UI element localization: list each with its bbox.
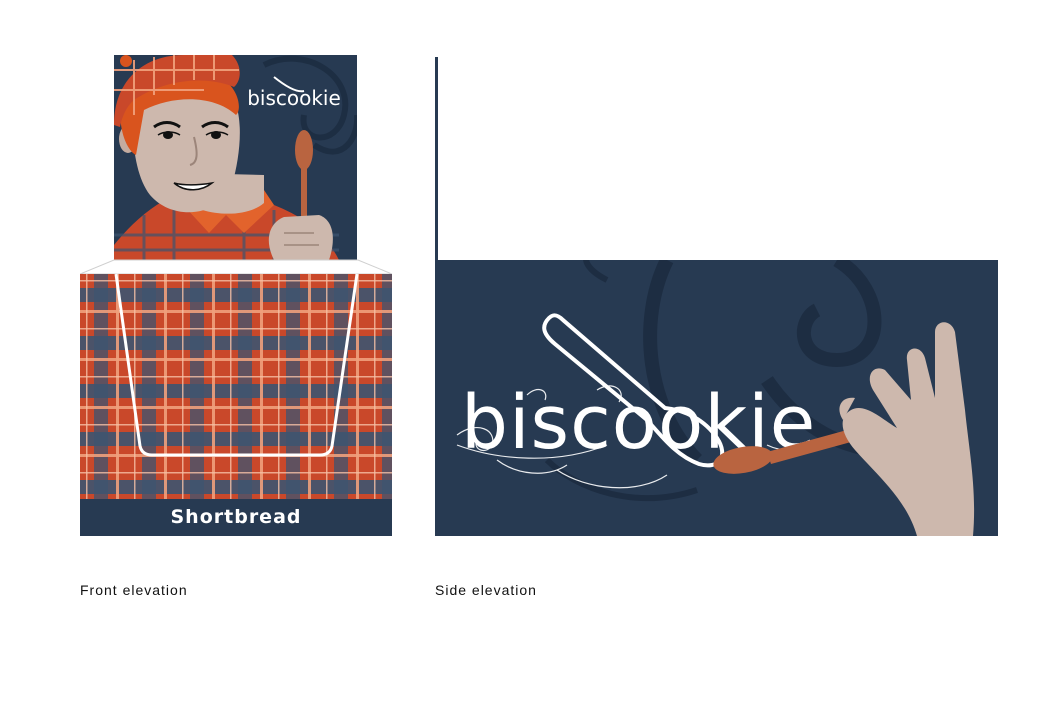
side-elevation-caption: Side elevation [435, 582, 537, 598]
front-elevation-caption: Front elevation [80, 582, 188, 598]
side-vertical-edge [435, 57, 438, 536]
hand-shape [839, 322, 975, 536]
side-display-panel: biscookie [437, 260, 998, 536]
tray-outline [114, 273, 359, 457]
face-shape [131, 74, 240, 213]
flourish-ornament [456, 385, 833, 489]
side-artwork: biscookie [456, 260, 975, 536]
product-name-label: Shortbread [170, 506, 302, 528]
front-label-band: Shortbread [80, 499, 392, 536]
spoon-icon [713, 430, 851, 474]
cap-shape [114, 55, 240, 127]
mascot-illustration: biscookie [114, 55, 357, 260]
hand-shape [268, 215, 333, 260]
spoon-icon [295, 130, 313, 225]
header-panel: biscookie [114, 55, 357, 260]
